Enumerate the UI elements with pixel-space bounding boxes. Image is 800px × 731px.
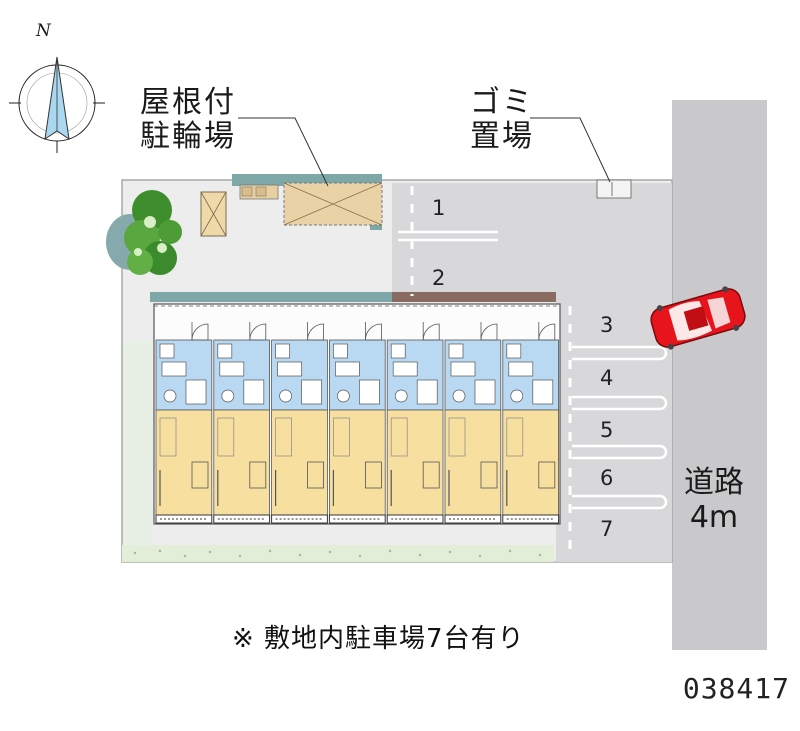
compass-rose-icon [9, 56, 105, 153]
apartment-unit [271, 322, 328, 524]
apartment-unit [502, 322, 560, 524]
bike-leader-line [238, 117, 329, 187]
garbage-area [596, 179, 632, 199]
parking-note: ※ 敷地内駐車場7台有り [232, 624, 525, 654]
left-strip [124, 340, 152, 545]
garbage-area-label: ゴミ 置場 [470, 85, 534, 154]
property-code: 038417 [682, 672, 790, 705]
parking-bay-marking [572, 395, 668, 411]
parking-bay-marking [572, 444, 668, 460]
gravel-dots [133, 549, 542, 558]
apartment-units [155, 322, 560, 524]
road-label: 道路 4m [684, 465, 744, 535]
parking-space-5: 5 [600, 418, 614, 442]
apartment-unit [386, 322, 444, 524]
parking-space-1: 1 [432, 196, 446, 220]
parking-space-4: 4 [600, 366, 614, 390]
parking-space-6: 6 [600, 466, 614, 490]
parking-bay-marking [572, 494, 668, 510]
garbage-leader-line [530, 117, 611, 183]
side-parking-bays [572, 345, 668, 510]
building-shadow-brown [392, 292, 556, 302]
parking-space-2: 2 [432, 266, 446, 290]
compass-north-label: N [36, 21, 51, 41]
tree-cluster [106, 190, 182, 275]
parking-space-7: 7 [600, 517, 614, 541]
apartment-unit [213, 322, 271, 524]
apartment-unit [444, 322, 502, 524]
parking-bay-marking [572, 345, 668, 361]
building-shadow-teal [150, 292, 396, 302]
gravel-strip [122, 545, 554, 562]
apartment-unit [328, 322, 386, 524]
parking-space-3: 3 [600, 313, 614, 337]
bike-parking-label: 屋根付 駐輪場 [140, 85, 236, 154]
bike-shelter [232, 174, 383, 230]
red-car-icon [650, 286, 746, 350]
parking-area [392, 183, 672, 562]
apartment-unit [155, 322, 213, 524]
dashed-lines [410, 186, 572, 556]
road [672, 100, 767, 650]
storage-box [200, 191, 227, 237]
upper-parking-markings [398, 230, 498, 242]
